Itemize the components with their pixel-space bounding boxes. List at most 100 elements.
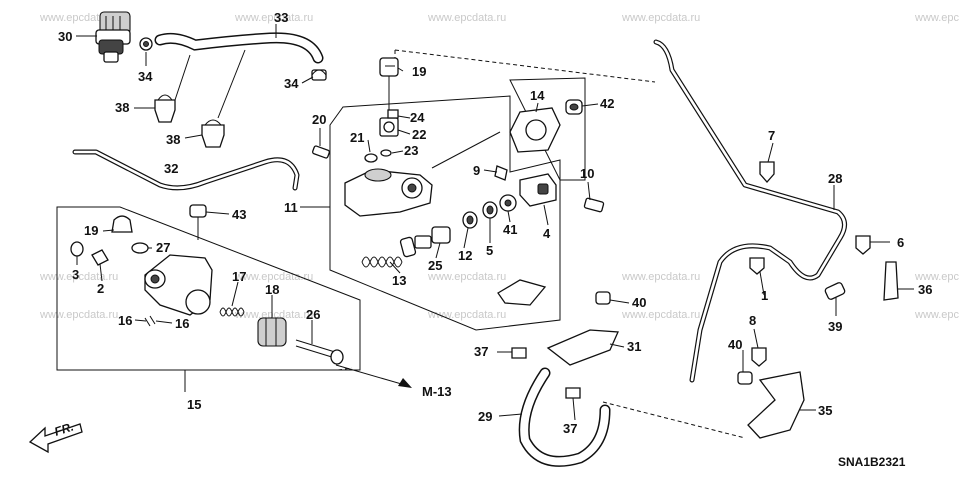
part-label-19: 19	[84, 223, 98, 238]
part-label-25: 25	[428, 258, 442, 273]
part-label-30: 30	[58, 29, 72, 44]
bleeder-cap-19	[111, 215, 133, 233]
master-cylinder-group-frame	[329, 95, 561, 331]
part-label-17: 17	[232, 269, 246, 284]
part-label-20: 20	[312, 112, 326, 127]
pin-10	[583, 197, 605, 213]
section-reference: M-13	[422, 384, 452, 399]
part-label-23: 23	[404, 143, 418, 158]
bolt-27	[131, 242, 149, 254]
part-label-41: 41	[503, 222, 517, 237]
washer-23	[380, 149, 392, 157]
retainer-25	[431, 226, 451, 244]
part-label-38: 38	[115, 100, 129, 115]
leader-lines	[76, 24, 914, 421]
dashed-leader	[602, 401, 746, 439]
clip-20	[312, 145, 330, 159]
bracket-36	[883, 261, 899, 301]
part-label-8: 8	[749, 313, 756, 328]
grommet-42	[565, 99, 583, 115]
part-label-22: 22	[412, 127, 426, 142]
diagram-code: SNA1B2321	[838, 455, 906, 469]
seal-5	[482, 201, 498, 219]
section-arrow-head	[398, 378, 412, 388]
part-label-3: 3	[72, 267, 79, 282]
part-label-27: 27	[156, 240, 170, 255]
part-label-40: 40	[728, 337, 742, 352]
gasket-14	[509, 107, 561, 153]
clevis-9	[494, 165, 508, 181]
part-label-2: 2	[97, 281, 104, 296]
slave-cylinder-body	[144, 254, 213, 316]
part-label-26: 26	[306, 307, 320, 322]
part-label-21: 21	[350, 130, 364, 145]
joint-39	[824, 282, 846, 300]
part-label-37: 37	[474, 344, 488, 359]
part-label-16: 16	[175, 316, 189, 331]
section-arrow-line	[335, 364, 406, 386]
part-label-34: 34	[284, 76, 299, 91]
bolt-40b	[737, 371, 753, 385]
part-label-42: 42	[600, 96, 614, 111]
bolt-24	[387, 109, 399, 119]
pins-16	[144, 315, 156, 327]
master-cylinder-body	[344, 131, 501, 217]
hose-clip	[154, 94, 176, 123]
push-rod-joint	[379, 57, 399, 115]
part-label-43: 43	[232, 207, 246, 222]
watermark: www.epcdata.ru	[622, 271, 701, 283]
hose-clip	[201, 119, 225, 148]
bracket-35	[747, 371, 805, 439]
washer-21	[364, 153, 378, 163]
part-label-13: 13	[392, 273, 406, 288]
watermark: www.epcdata.ru	[40, 271, 119, 283]
clip-37b	[565, 387, 581, 399]
clutch-pipe-28	[653, 39, 847, 383]
part-label-10: 10	[580, 166, 594, 181]
hose-clamp	[311, 69, 327, 81]
watermark: www.epcdata.ru	[428, 12, 507, 24]
part-label-36: 36	[918, 282, 932, 297]
pipe-clip-7	[759, 161, 775, 183]
pin-22	[379, 117, 399, 137]
watermark: www.epcdata.ru	[235, 12, 314, 24]
part-label-6: 6	[897, 235, 904, 250]
front-direction-arrow	[28, 423, 83, 454]
part-label-24: 24	[410, 110, 425, 125]
part-label-11: 11	[284, 200, 298, 215]
part-label-5: 5	[486, 243, 493, 258]
part-label-34: 34	[138, 69, 153, 84]
nut-41	[499, 194, 517, 212]
bleeder-screw-2	[91, 249, 109, 266]
pipe-clip-6	[855, 235, 871, 255]
part-label-18: 18	[265, 282, 279, 297]
clip-8	[751, 347, 767, 367]
push-rod-26	[295, 339, 344, 365]
part-label-38: 38	[166, 132, 180, 147]
part-label-35: 35	[818, 403, 832, 418]
part-label-33: 33	[274, 10, 288, 25]
part-label-31: 31	[627, 339, 641, 354]
part-label-28: 28	[828, 171, 842, 186]
slave-cylinder-group-frame	[56, 206, 361, 371]
watermark: www.epcdata.ru	[428, 271, 507, 283]
part-label-16: 16	[118, 313, 132, 328]
watermark: www.epc	[915, 12, 960, 24]
seal-12	[462, 211, 478, 229]
watermark: www.epcdata.ru	[235, 309, 314, 321]
part-label-39: 39	[828, 319, 842, 334]
part-label-37: 37	[563, 421, 577, 436]
dashed-leader	[337, 367, 353, 371]
spring-17	[219, 307, 245, 317]
pipe-clip-1	[749, 257, 765, 275]
dashed-leader	[394, 49, 656, 83]
part-label-32: 32	[164, 161, 178, 176]
watermark: www.epcdata.ru	[40, 309, 119, 321]
sensor-4	[519, 173, 557, 207]
part-label-7: 7	[768, 128, 775, 143]
reservoir-clip	[139, 37, 153, 51]
front-direction-label: FR.	[53, 420, 76, 439]
part-label-9: 9	[473, 163, 480, 178]
part-label-4: 4	[543, 226, 551, 241]
